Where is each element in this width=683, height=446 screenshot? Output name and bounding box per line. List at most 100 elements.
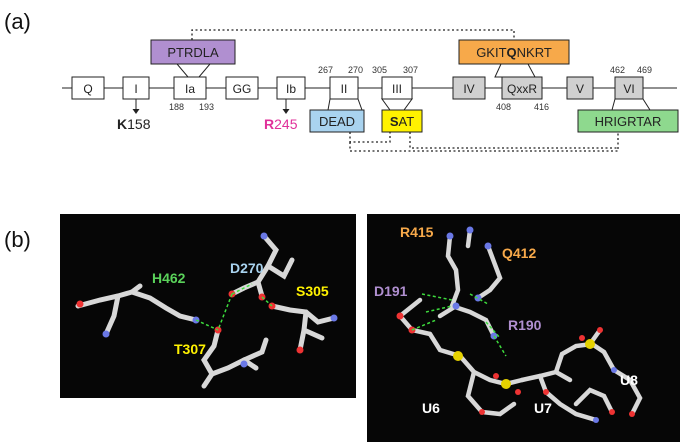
- t307-sticks: [201, 327, 269, 389]
- rna-nitrogen-b: [593, 417, 599, 423]
- motif-vi-label: VI: [623, 82, 634, 96]
- rna-oxygen-a: [493, 373, 499, 379]
- motif-v-label: V: [576, 82, 584, 96]
- rna-oxygen-h: [479, 409, 485, 415]
- motif-q: [71, 76, 105, 100]
- d191-label: D191: [374, 283, 408, 299]
- u7-label: U7: [534, 400, 552, 416]
- u8-label: U8: [620, 372, 638, 388]
- phosphate-u8: [585, 339, 595, 349]
- dotted-link-dead-sat: [349, 132, 391, 143]
- structure-left: H462 D270 S305 T307: [60, 214, 356, 398]
- gkitqnkrt-label: GKITQNKRT: [476, 45, 552, 60]
- k158-arrow-head: [132, 109, 140, 114]
- r415-nitrogen-b: [466, 226, 474, 234]
- motif-iii-label: III: [392, 82, 402, 96]
- sat-rest: AT: [399, 114, 415, 129]
- motif-ib: [276, 76, 306, 100]
- d191-oxygen: [396, 312, 404, 320]
- gkitqnkrt-bold-q: Q: [507, 45, 517, 60]
- r190-nitrogen: [452, 302, 460, 310]
- motif-q-label: Q: [83, 82, 92, 96]
- right-hbonds: [411, 293, 507, 357]
- k158-number: 158: [127, 116, 151, 132]
- q412-label: Q412: [502, 245, 536, 261]
- ii-end-number: 270: [348, 65, 363, 75]
- q412-nitrogen: [484, 242, 492, 250]
- motif-iv-label: IV: [463, 82, 474, 96]
- s305-oxygen-b: [296, 346, 304, 354]
- s305-nitrogen: [330, 314, 338, 322]
- qxxr-start-number: 408: [496, 102, 511, 112]
- rna-oxygen-e: [543, 389, 549, 395]
- h462-oxygen: [76, 300, 84, 308]
- gkitqnkrt-part1: GKIT: [476, 45, 506, 60]
- r190-label: R190: [508, 317, 542, 333]
- rna-oxygen-f: [609, 409, 615, 415]
- rna-oxygen-b: [515, 389, 521, 395]
- motif-qxxr-label: QxxR: [507, 82, 537, 96]
- motif-ia-label: Ia: [185, 82, 195, 96]
- motif-iv: [452, 76, 486, 100]
- d270-label: D270: [230, 260, 264, 276]
- ia-end-number: 193: [199, 102, 214, 112]
- r245-arrow-head: [282, 109, 290, 114]
- t307-nitrogen: [240, 360, 248, 368]
- hrigrtar-box: [577, 109, 679, 133]
- s305-label: S305: [296, 283, 329, 299]
- rna-nitrogen-a: [611, 367, 617, 373]
- motif-gg: [225, 76, 259, 100]
- ptrdla-label: PTRDLA: [167, 45, 219, 60]
- h462-sticks: [75, 283, 199, 337]
- panel-a-label: (a): [4, 9, 31, 34]
- h462-label: H462: [152, 270, 186, 286]
- t307-label: T307: [174, 341, 206, 357]
- structure-right: R415 Q412 D191 R190 U6 U7 U8: [367, 214, 680, 442]
- r415-nitrogen: [446, 232, 454, 240]
- motif-ii-label: II: [341, 82, 348, 96]
- phosphate-u6: [453, 351, 463, 361]
- motif-gg-label: GG: [233, 82, 252, 96]
- motif-qxxr: [501, 76, 543, 100]
- motif-v: [566, 76, 594, 100]
- structure-right-background: [367, 214, 680, 442]
- r415-label: R415: [400, 224, 434, 240]
- motif-ib-label: Ib: [286, 82, 296, 96]
- k158-label: K158: [117, 116, 151, 132]
- k158-letter: K: [117, 116, 127, 132]
- sat-box: [381, 109, 423, 133]
- right-rna-sticks: [457, 327, 643, 423]
- panel-b-label: (b): [4, 227, 31, 252]
- hrigrtar-label: HRIGRTAR: [595, 114, 662, 129]
- r245-label: R245: [264, 116, 298, 132]
- dotted-link-sat-hrigrtar: [409, 132, 618, 149]
- dead-label: DEAD: [319, 114, 355, 129]
- gkit-connector: [494, 63, 536, 78]
- sat-label: SAT: [390, 114, 414, 129]
- gkitqnkrt-box: [458, 39, 570, 65]
- dead-box: [309, 109, 365, 133]
- hrigrtar-connector: [611, 98, 651, 111]
- left-hbonds: [195, 283, 273, 331]
- dead-connector: [327, 98, 363, 111]
- iii-start-number: 305: [372, 65, 387, 75]
- r245-letter: R: [264, 116, 274, 132]
- qxxr-end-number: 416: [534, 102, 549, 112]
- ia-start-number: 188: [169, 102, 184, 112]
- vi-start-number: 462: [610, 65, 625, 75]
- r245-number: 245: [274, 116, 298, 132]
- s305-sticks: [269, 303, 337, 353]
- motif-i-label: I: [134, 82, 137, 96]
- vi-end-number: 469: [637, 65, 652, 75]
- iii-end-number: 307: [403, 65, 418, 75]
- phosphate-u7: [501, 379, 511, 389]
- ptrdla-connector: [175, 63, 212, 78]
- u6-label: U6: [422, 400, 440, 416]
- d270-nitrogen: [260, 232, 268, 240]
- rna-oxygen-g: [629, 411, 635, 417]
- ii-start-number: 267: [318, 65, 333, 75]
- motif-ia: [173, 76, 207, 100]
- rna-oxygen-d: [597, 327, 603, 333]
- sat-connector: [381, 98, 413, 111]
